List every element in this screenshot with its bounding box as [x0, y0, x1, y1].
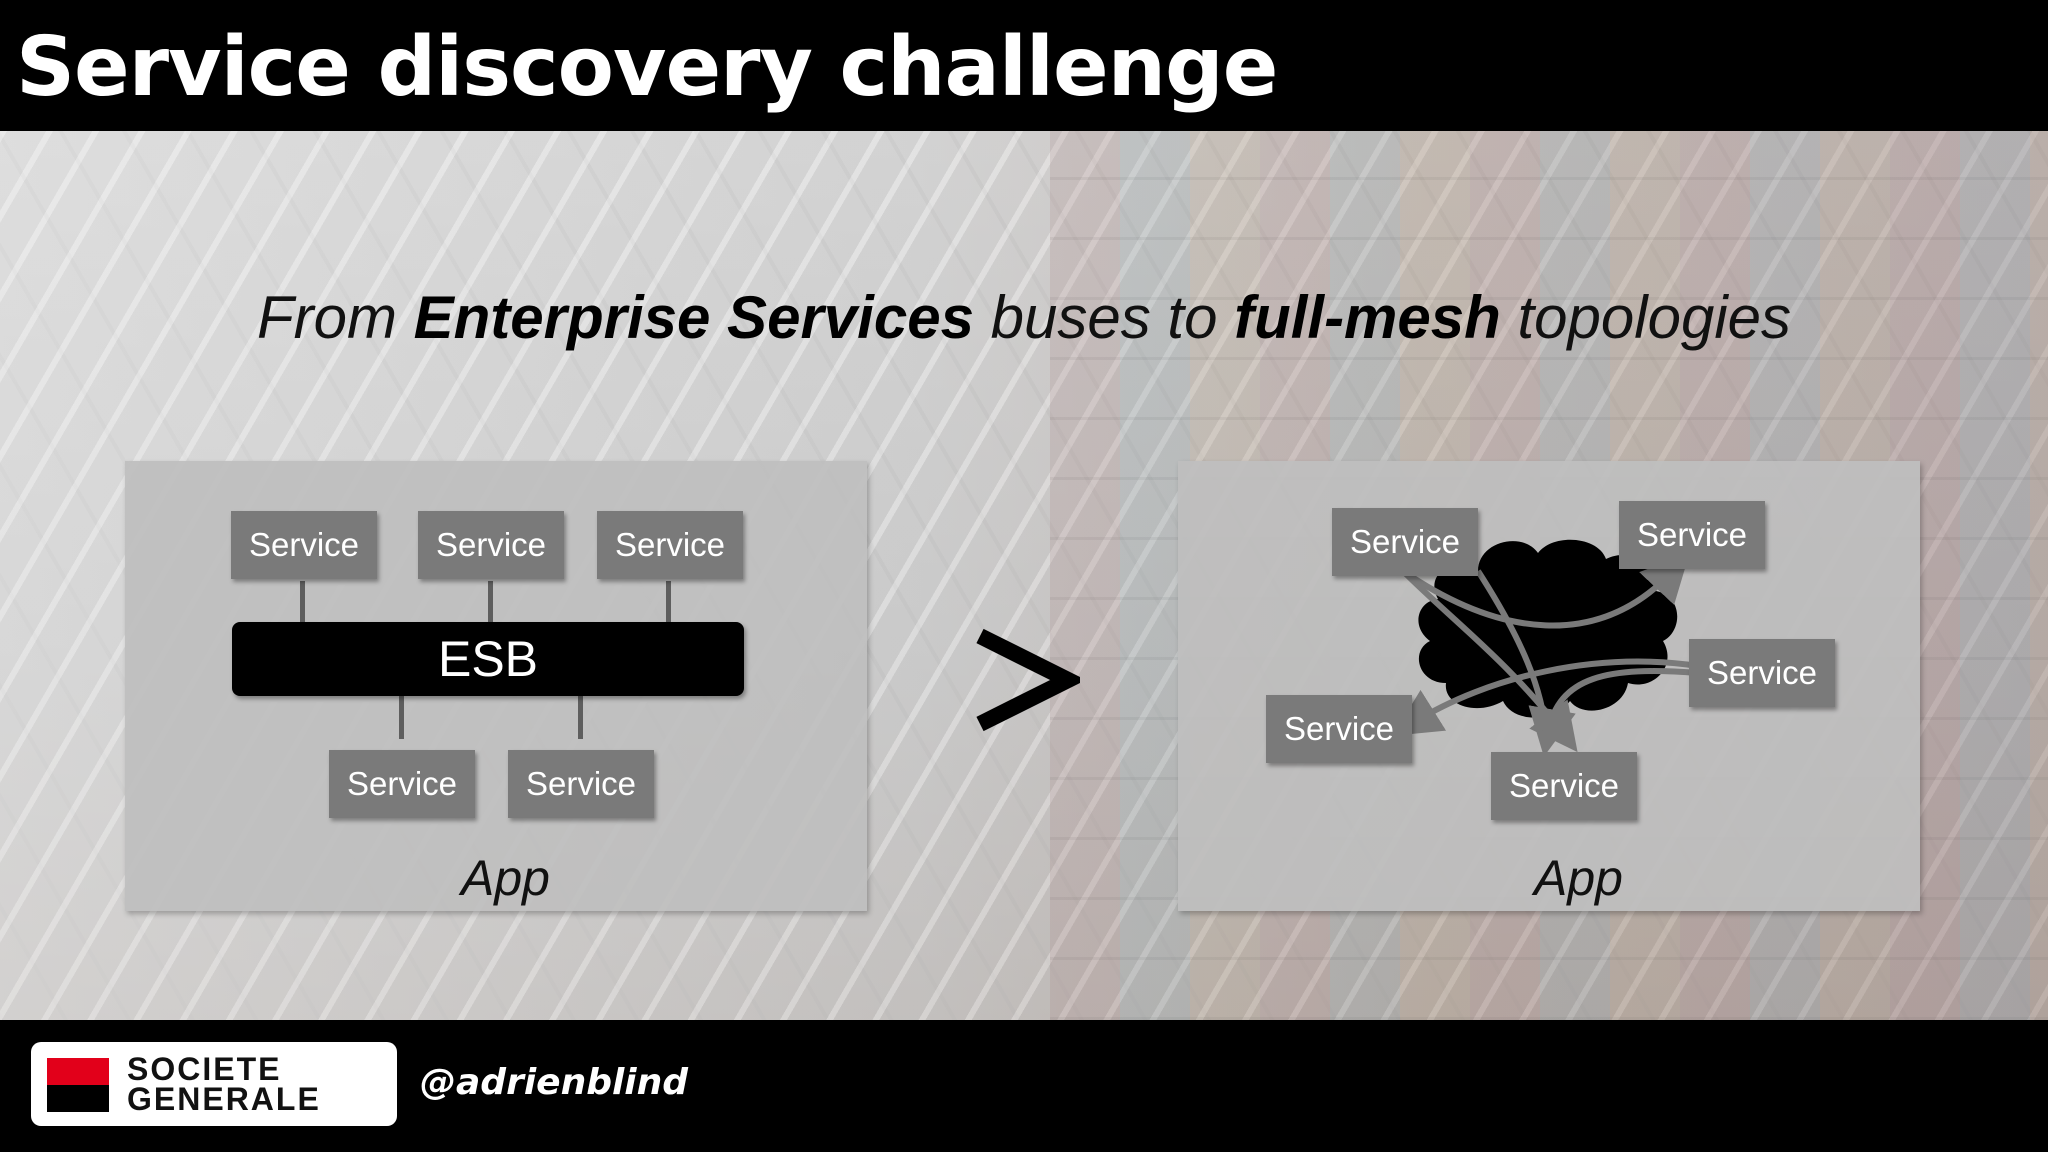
mesh-arrow	[1475, 569, 1549, 737]
mesh-cloud-graphic	[1392, 539, 1699, 757]
service-box: Service	[329, 750, 475, 818]
logo-line-1: SOCIETE	[127, 1051, 282, 1087]
connector-line	[300, 581, 305, 623]
service-box: Service	[597, 511, 743, 579]
service-box: Service	[1332, 508, 1478, 576]
mesh-arrow	[1392, 658, 1699, 736]
societe-generale-logo: SOCIETE GENERALE	[31, 1042, 397, 1126]
mesh-arrow	[1401, 553, 1690, 629]
logo-text: SOCIETE GENERALE	[127, 1051, 321, 1117]
app-caption: App	[1534, 850, 1623, 906]
subtitle-from: From	[256, 284, 414, 351]
slide-subtitle: From Enterprise Services buses to full-m…	[0, 282, 2048, 354]
connector-line	[578, 695, 583, 739]
service-box: Service	[231, 511, 377, 579]
connector-line	[399, 695, 404, 739]
esb-bus: ESB	[232, 622, 744, 696]
connector-line	[488, 581, 493, 623]
mesh-arrow	[1528, 668, 1699, 757]
connector-line	[666, 581, 671, 623]
slide-title: Service discovery challenge	[16, 20, 1278, 115]
service-box: Service	[508, 750, 654, 818]
twitter-handle: @adrienblind	[420, 1062, 689, 1103]
logo-line-2: GENERALE	[127, 1081, 321, 1117]
service-box: Service	[418, 511, 564, 579]
footer-bar: SOCIETE GENERALE @adrienblind	[0, 1020, 2048, 1152]
subtitle-full-mesh: full-mesh	[1234, 284, 1501, 351]
service-box: Service	[1266, 695, 1412, 763]
subtitle-topologies: topologies	[1500, 284, 1792, 351]
greater-than-symbol	[976, 628, 1080, 732]
service-box: Service	[1491, 752, 1637, 820]
esb-diagram-panel: Service Service Service ESB Service Serv…	[125, 461, 867, 911]
app-caption: App	[461, 850, 550, 906]
service-box: Service	[1619, 501, 1765, 569]
logo-mark-icon	[47, 1058, 109, 1112]
mesh-diagram-panel: Service Service Service Service Service …	[1178, 461, 1920, 911]
title-bar: Service discovery challenge	[0, 0, 2048, 131]
subtitle-enterprise-services: Enterprise Services	[413, 284, 974, 351]
service-box: Service	[1689, 639, 1835, 707]
subtitle-buses-to: buses to	[973, 284, 1235, 351]
